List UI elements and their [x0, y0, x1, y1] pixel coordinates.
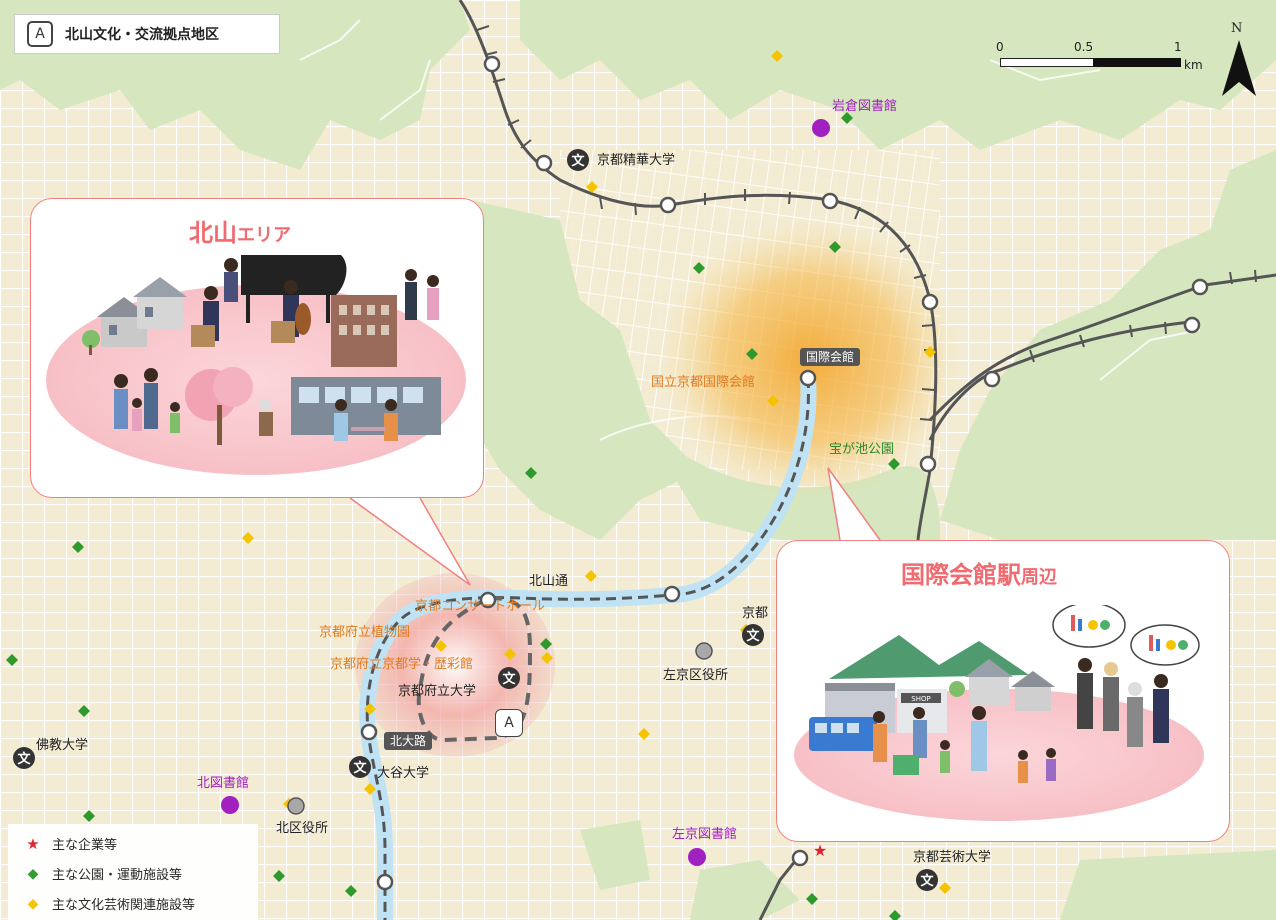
label-kyoto-partial: 京都 [742, 606, 769, 621]
yellow-diamond-icon: ◆ [27, 895, 39, 912]
label-otani-univ: 大谷大学 [377, 766, 430, 781]
kokusai-callout-title: 国際会館駅周辺 [901, 555, 1057, 590]
scale-unit: km [1184, 58, 1203, 72]
legend-item-park: ◆ 主な公園・運動施設等 [24, 864, 183, 884]
green-diamond-icon: ◆ [27, 865, 39, 882]
svg-text:文: 文 [17, 751, 31, 767]
eizan-railway [458, 0, 1276, 920]
crowd-illustration [873, 658, 1169, 783]
scale-tick-half: 0.5 [1074, 40, 1094, 54]
legend-label-park: 主な公園・運動施設等 [52, 868, 183, 883]
red-star-icon: ★ [26, 834, 40, 853]
area-key-badge: A [27, 21, 53, 47]
label-botanical-garden: 京都府立植物園 [319, 625, 411, 640]
north-arrow: N [1222, 22, 1256, 98]
kitayama-callout: 北山エリア [30, 198, 484, 498]
library-markers [221, 119, 830, 866]
kitayama-callout-title: 北山エリア [189, 213, 291, 248]
building-illustration [291, 295, 441, 435]
musicians-illustration [191, 280, 311, 347]
kokusai-title-main: 国際会館駅 [901, 561, 1021, 589]
kitayama-boundary [416, 595, 533, 742]
kitayama-title-main: 北山 [189, 219, 237, 247]
label-rekisaikan: 京都府立京都学・歴彩館 [330, 657, 474, 672]
kokusai-callout-pointer [827, 467, 881, 541]
legend: ★ 主な企業等 ◆ 主な公園・運動施設等 ◆ 主な文化芸術関連施設等 [8, 824, 258, 920]
label-prefectural-univ: 京都府立大学 [398, 684, 477, 699]
svg-text:文: 文 [746, 628, 760, 644]
speech-bubble-illustration [1052, 605, 1200, 666]
svg-text:文: 文 [571, 153, 585, 169]
station-tag-kokusai: 国際会館 [800, 348, 861, 366]
school-glyphs: 文 文 文 文 文 文 [17, 153, 934, 889]
park-markers [6, 112, 901, 920]
kitayama-callout-pointer [349, 497, 471, 586]
scale-tick-0: 0 [996, 40, 1004, 54]
label-sakyo-library: 左京図書館 [672, 827, 738, 842]
legend-label-culture: 主な文化芸術関連施設等 [52, 898, 196, 913]
label-takaragaike: 宝が池公園 [829, 442, 895, 457]
label-kitayama-dori: 北山通 [529, 574, 569, 589]
label-sakyo-ward-office: 左京区役所 [663, 668, 729, 683]
svg-text:文: 文 [353, 760, 367, 776]
cherry-tree-illustration [185, 367, 253, 445]
ward-office-markers [287, 642, 713, 815]
kokusai-illustration: SHOP [794, 605, 1204, 821]
houses-illustration [949, 659, 1055, 711]
school-markers [13, 149, 938, 891]
scale-segment-dark [1093, 58, 1181, 67]
stations [360, 55, 1209, 891]
north-arrow-icon [1222, 40, 1256, 96]
kokusai-callout: 国際会館駅周辺 SHOP [776, 540, 1230, 842]
label-iwakura-library: 岩倉図書館 [832, 99, 898, 114]
label-kokuritsu-kaikan: 国立京都国際会館 [651, 375, 756, 390]
legend-label-company: 主な企業等 [52, 838, 118, 853]
culture-markers [242, 50, 951, 894]
map-title: 北山文化・交流拠点地区 [65, 27, 219, 43]
legend-item-culture: ◆ 主な文化芸術関連施設等 [24, 894, 196, 914]
kitayama-title-sub: エリア [237, 225, 291, 246]
legend-item-company: ★ 主な企業等 [24, 834, 118, 854]
house-illustration [82, 277, 187, 355]
piano-illustration [224, 255, 347, 323]
scale-segment-light [1000, 58, 1094, 67]
company-marker: ★ [813, 841, 827, 860]
label-kita-library: 北図書館 [197, 776, 250, 791]
label-bukkyo-univ: 佛教大学 [36, 738, 89, 753]
label-concert-hall: 京都コンサートホール [415, 599, 546, 614]
shop-sign: SHOP [911, 695, 930, 703]
kitayama-illustration [46, 255, 466, 475]
station-tag-kitaoji: 北大路 [384, 732, 433, 750]
area-marker-a: A [495, 709, 523, 737]
north-label: N [1231, 21, 1243, 36]
people-illustration [114, 269, 439, 441]
label-seika-univ: 京都精華大学 [597, 153, 676, 168]
kokusai-title-sub: 周辺 [1021, 567, 1057, 588]
map-title-box: A 北山文化・交流拠点地区 [14, 14, 280, 54]
scale-tick-1: 1 [1174, 40, 1182, 54]
svg-text:文: 文 [502, 671, 516, 687]
label-geidai: 京都芸術大学 [913, 850, 992, 865]
svg-text:文: 文 [920, 873, 934, 889]
label-kita-ward-office: 北区役所 [276, 821, 329, 836]
